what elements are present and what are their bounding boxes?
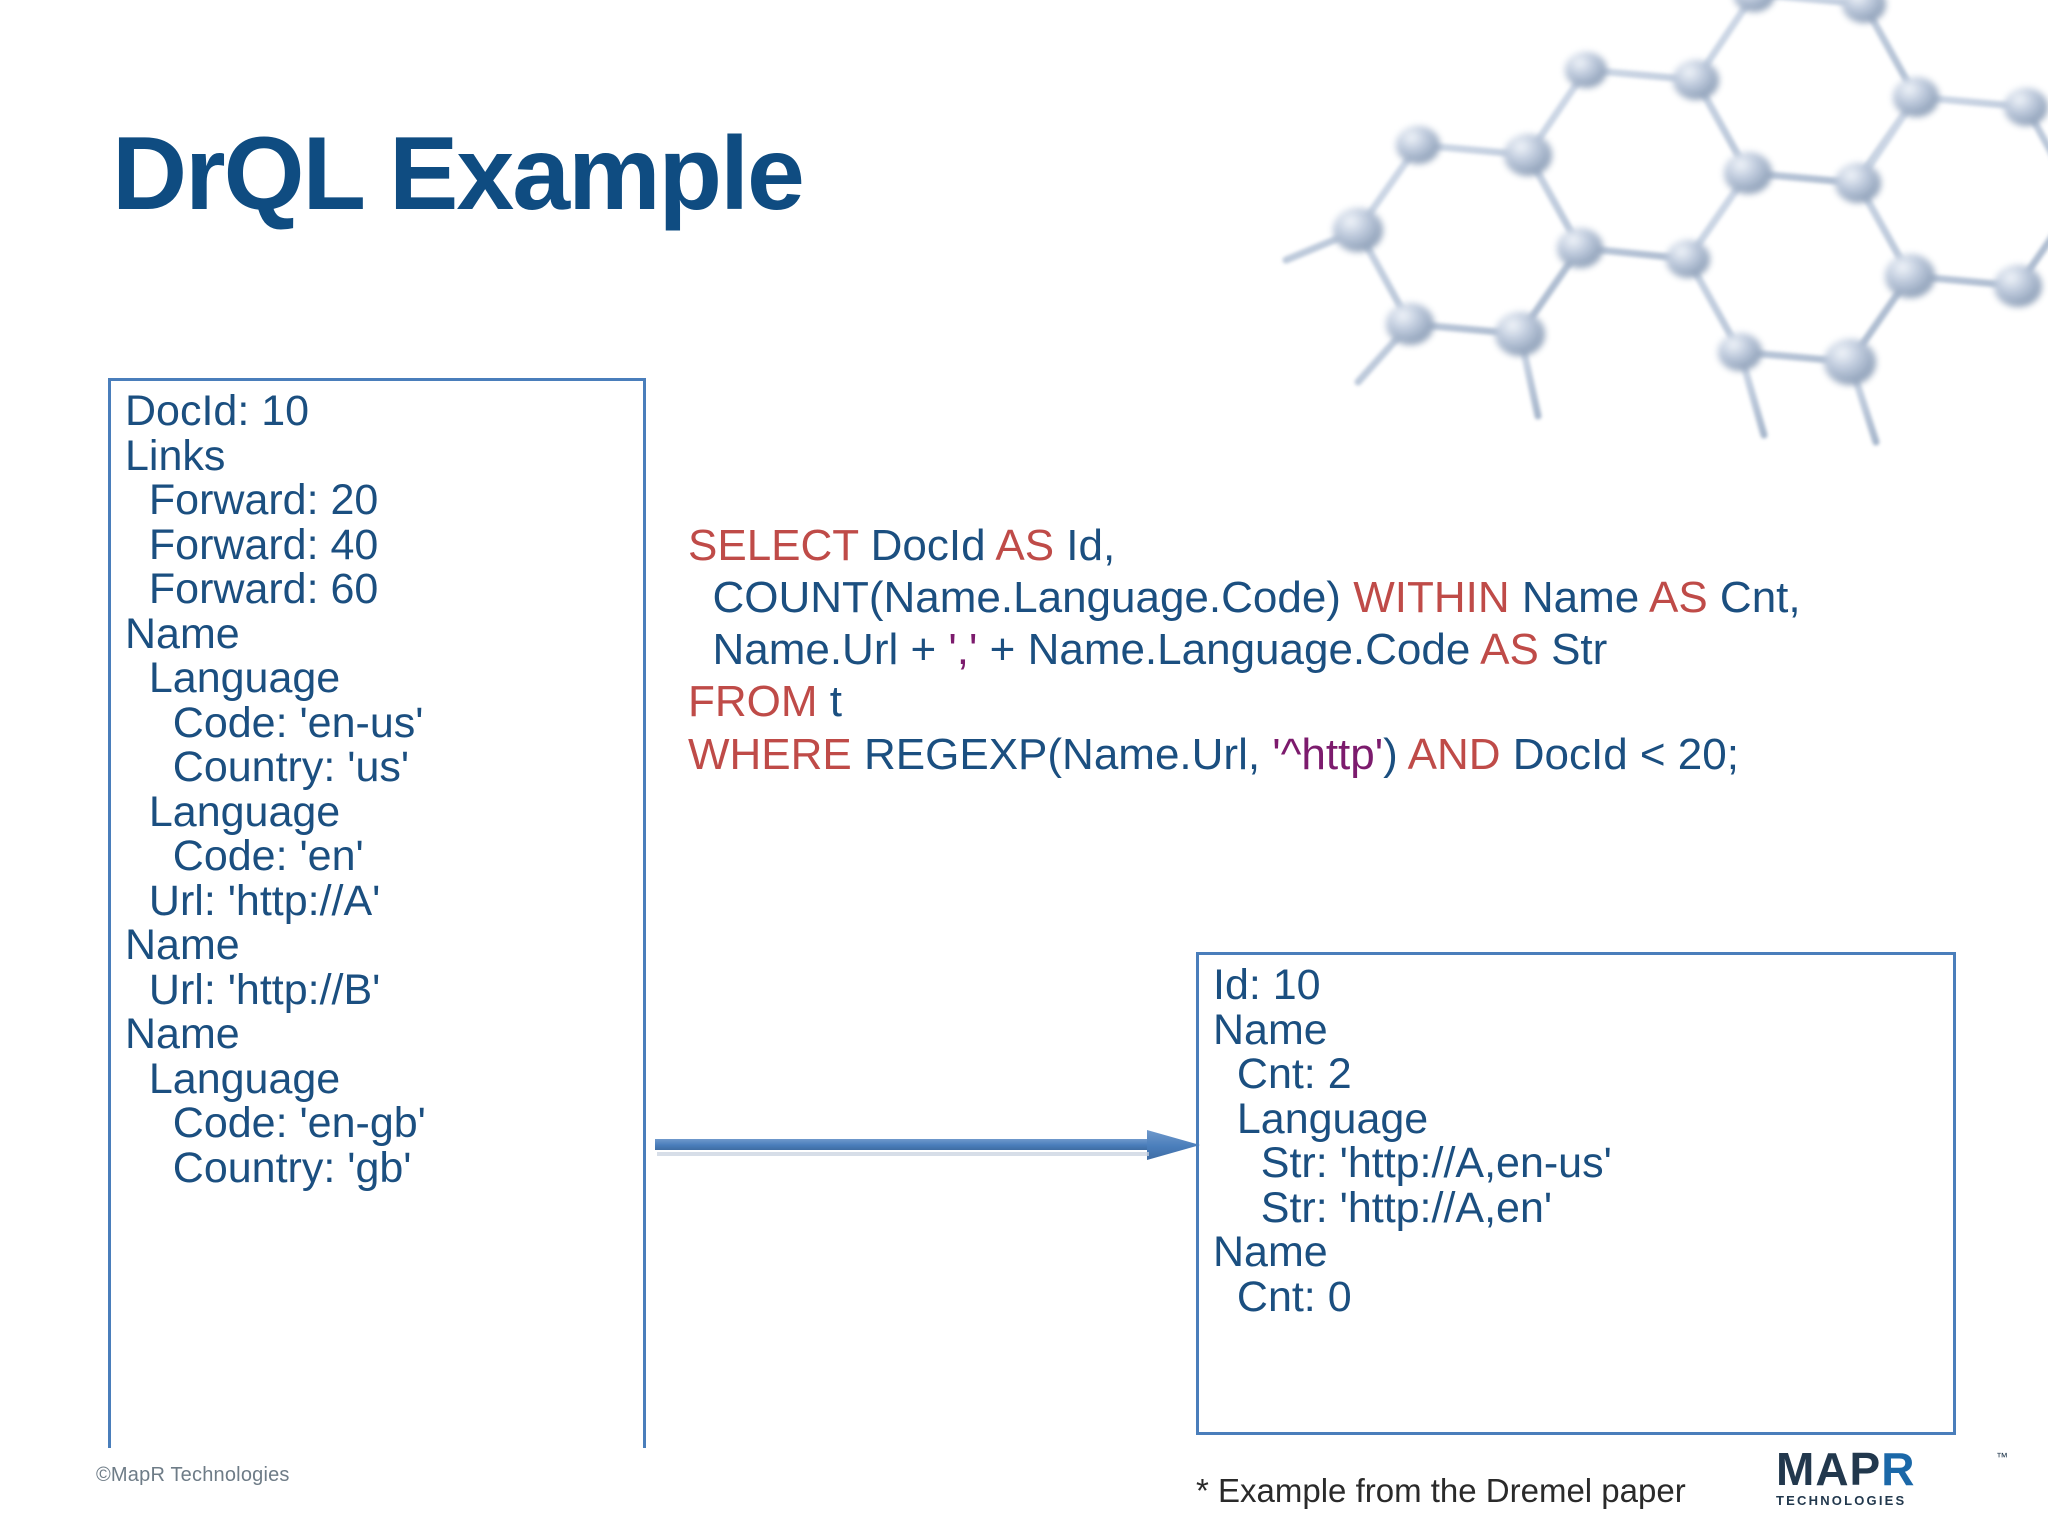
query-token-keyword: WITHIN — [1353, 573, 1522, 623]
record-line: Country: 'gb' — [125, 1143, 412, 1192]
query-token-identifier: DocId — [870, 521, 996, 570]
record-line: Forward: 20 — [125, 476, 379, 524]
query-line: SELECT DocId AS Id, — [688, 520, 1801, 572]
query-line: FROM t — [688, 676, 1801, 728]
query-token-identifier: DocId < 20; — [1512, 729, 1739, 779]
drql-query-text: SELECT DocId AS Id, COUNT(Name.Language.… — [688, 520, 1801, 781]
query-token-string: ',' — [948, 625, 978, 675]
query-token-identifier: Id, — [1066, 521, 1116, 570]
record-line: Language — [1213, 1094, 1429, 1143]
record-line: Name — [125, 921, 240, 969]
record-line: Str: 'http://A,en' — [1213, 1183, 1553, 1232]
hexagon-lattice-icon — [1282, 0, 2048, 446]
query-line: Name.Url + ',' + Name.Language.Code AS S… — [688, 624, 1801, 676]
record-line: Language — [125, 787, 341, 836]
query-token-keyword: WHERE — [688, 729, 864, 779]
record-line: Id: 10 — [1213, 961, 1321, 1009]
record-line: DocId: 10 — [125, 387, 310, 435]
query-token-identifier: REGEXP(Name.Url, — [864, 729, 1273, 779]
query-line: COUNT(Name.Language.Code) WITHIN Name AS… — [688, 572, 1801, 624]
query-token-keyword: AS — [1480, 625, 1552, 675]
record-line: Url: 'http://A' — [125, 876, 381, 925]
flow-arrow-icon — [655, 1130, 1200, 1160]
record-line: Forward: 60 — [125, 565, 379, 613]
record-line: Cnt: 2 — [1213, 1050, 1352, 1098]
record-line: Name — [1213, 1228, 1328, 1276]
record-line: Url: 'http://B' — [125, 965, 381, 1014]
record-line: Country: 'us' — [125, 743, 410, 791]
trademark-symbol: ™ — [1996, 1450, 2008, 1464]
query-token-keyword: AS — [1649, 573, 1720, 623]
copyright-text: ©MapR Technologies — [96, 1464, 290, 1486]
source-note-text: * Example from the Dremel paper — [1196, 1472, 1686, 1509]
mapr-logo: MAPR TECHNOLOGIES ™ — [1776, 1446, 2008, 1512]
mapr-subwordmark: TECHNOLOGIES — [1776, 1492, 1907, 1508]
record-line: Name — [125, 1010, 240, 1058]
record-line: Links — [125, 431, 226, 480]
record-line: Name — [1213, 1005, 1328, 1054]
query-token-keyword: AND — [1407, 729, 1513, 779]
mapr-wordmark-r: R — [1881, 1443, 1916, 1495]
record-line: Forward: 40 — [125, 520, 379, 569]
record-line: Code: 'en-us' — [125, 698, 424, 747]
query-token-identifier: Name — [1521, 573, 1649, 623]
query-token-identifier: t — [829, 677, 842, 727]
query-token-identifier: COUNT(Name.Language.Code) — [688, 573, 1354, 623]
query-token-identifier: Name.Url + — [688, 625, 949, 675]
record-line: Language — [125, 654, 341, 702]
query-token-keyword: SELECT — [688, 521, 871, 570]
query-token-keyword: FROM — [688, 677, 830, 727]
record-line: Code: 'en' — [125, 832, 364, 880]
page-title: DrQL Example — [112, 116, 805, 232]
query-token-string: '^http' — [1272, 729, 1384, 779]
query-token-keyword: AS — [995, 521, 1067, 570]
record-line: Code: 'en-gb' — [125, 1099, 426, 1147]
record-line: Cnt: 0 — [1213, 1272, 1352, 1321]
record-line: Str: 'http://A,en-us' — [1213, 1139, 1612, 1187]
query-token-identifier: + Name.Language.Code — [977, 625, 1481, 675]
mapr-wordmark-map: MAP — [1776, 1443, 1882, 1495]
query-token-identifier: Str — [1551, 625, 1608, 675]
query-token-identifier: ) — [1383, 729, 1408, 779]
query-line: WHERE REGEXP(Name.Url, '^http') AND DocI… — [688, 729, 1801, 781]
query-token-identifier: Cnt, — [1719, 573, 1801, 623]
record-line: Name — [125, 609, 240, 658]
record-line: Language — [125, 1054, 341, 1103]
mapr-wordmark: MAPR — [1776, 1446, 2006, 1492]
